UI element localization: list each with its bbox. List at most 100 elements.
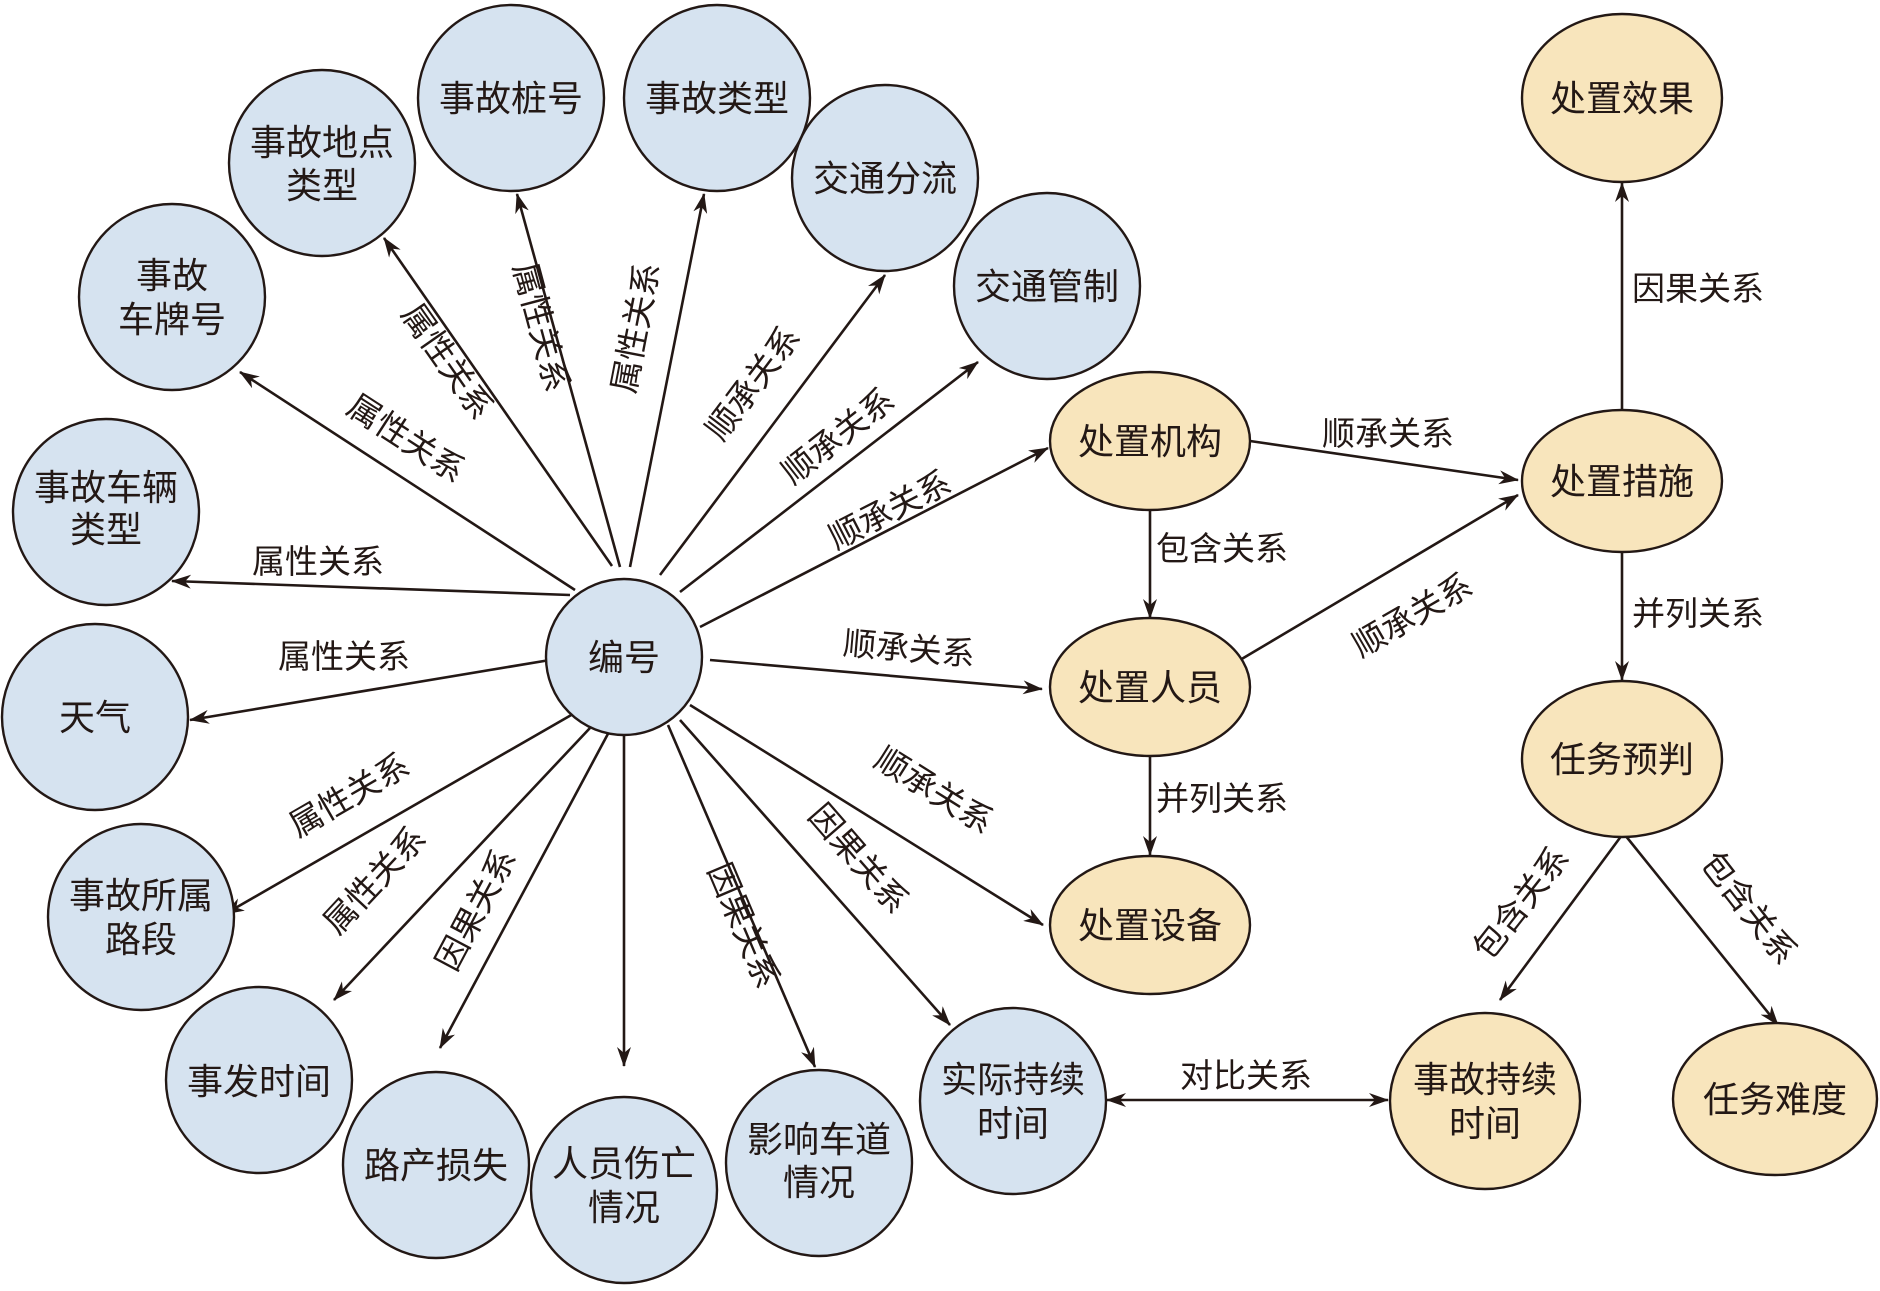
svg-text:处置效果: 处置效果: [1550, 79, 1694, 120]
edge-center-to-lane-impact: [666, 724, 817, 1068]
svg-text:事故地点: 事故地点: [250, 123, 394, 164]
node-accident-location-type: 事故地点 类型: [227, 68, 417, 258]
svg-text:人员伤亡: 人员伤亡: [552, 1144, 696, 1185]
edge-center-to-occurrence-time: [333, 727, 591, 1001]
label-attr-accident-type: 属性关系: [604, 259, 667, 396]
edge-center-to-accident-type: [628, 193, 708, 568]
label-comparison-duration: 对比关系: [1180, 1056, 1312, 1095]
edge-center-to-disposal-org: [699, 446, 1049, 629]
label-cause-lane-impact: 因果关系: [700, 857, 787, 994]
svg-text:处置机构: 处置机构: [1078, 422, 1222, 463]
svg-text:时间: 时间: [977, 1104, 1049, 1145]
node-task-difficulty: 任务难度: [1671, 1021, 1879, 1177]
svg-text:路段: 路段: [105, 920, 177, 961]
svg-text:情况: 情况: [783, 1163, 855, 1204]
node-accident-stake: 事故桩号: [416, 3, 606, 193]
label-para-measures-prediction: 并列关系: [1632, 594, 1764, 633]
node-disposal-org: 处置机构: [1048, 370, 1252, 512]
label-attr-weather: 属性关系: [278, 637, 410, 676]
edge-personnel-to-measures: [1239, 493, 1519, 662]
edge-center-to-actual-duration: [679, 719, 951, 1026]
label-incl-prediction-difficulty: 包含关系: [1693, 844, 1805, 972]
node-traffic-diversion: 交通分流: [790, 83, 980, 273]
label-succ-org-measures: 顺承关系: [1322, 414, 1454, 453]
label-succ-personnel-measures: 顺承关系: [1345, 565, 1479, 665]
node-center-id: 编号: [544, 577, 704, 737]
svg-text:情况: 情况: [588, 1188, 660, 1229]
label-cause-actual-duration: 因果关系: [801, 796, 917, 921]
edge-center-to-road-loss: [438, 729, 612, 1049]
edge-center-to-vehicle-type: [171, 574, 571, 597]
node-casualties: 人员伤亡 情况: [529, 1095, 719, 1285]
node-road-loss: 路产损失: [341, 1070, 531, 1260]
label-succ-diversion: 顺承关系: [698, 319, 809, 448]
label-cause-road-loss: 因果关系: [428, 842, 524, 977]
node-accident-duration: 事故持续 时间: [1388, 1011, 1582, 1191]
node-actual-duration: 实际持续 时间: [918, 1006, 1108, 1196]
label-attr-occurrence-time: 属性关系: [315, 819, 434, 942]
label-cause-measures-effect: 因果关系: [1632, 269, 1764, 308]
svg-text:任务难度: 任务难度: [1703, 1080, 1847, 1121]
svg-text:车牌号: 车牌号: [118, 300, 226, 341]
edge-labels: 属性关系 属性关系 属性关系 属性关系 属性关系 顺承关系 顺承关系 顺承关系 …: [252, 258, 1805, 1095]
disposal-nodes: 处置机构 处置人员 处置设备 处置措施 处置效果 任务预判 事故持续 时间: [1048, 12, 1879, 1191]
node-traffic-control: 交通管制: [952, 191, 1142, 381]
svg-text:事故: 事故: [136, 256, 208, 297]
node-disposal-equipment: 处置设备: [1048, 854, 1252, 996]
node-task-prediction: 任务预判: [1520, 679, 1724, 839]
label-attr-location-type: 属性关系: [394, 296, 502, 426]
svg-text:事故所属: 事故所属: [69, 876, 213, 917]
label-succ-personnel: 顺承关系: [842, 623, 977, 673]
label-attr-vehicle-type: 属性关系: [252, 542, 384, 581]
svg-text:事故类型: 事故类型: [645, 79, 789, 120]
svg-text:时间: 时间: [1449, 1104, 1521, 1145]
label-incl-prediction-duration: 包含关系: [1465, 839, 1577, 967]
entity-nodes: 编号 事故车辆 类型 事故 车牌号 事故地点 类型 事故桩号 事故类型 交通分流: [0, 3, 1142, 1285]
svg-text:编号: 编号: [588, 638, 660, 679]
edge-center-to-disposal-equipment: [689, 703, 1044, 927]
edge-center-to-stake: [515, 193, 622, 568]
node-accident-road-section: 事故所属 路段: [46, 822, 236, 1012]
node-disposal-personnel: 处置人员: [1048, 616, 1252, 758]
node-accident-plate: 事故 车牌号: [77, 202, 267, 392]
label-incl-org-personnel: 包含关系: [1156, 529, 1288, 568]
svg-text:处置设备: 处置设备: [1078, 906, 1222, 947]
edge-center-to-plate: [239, 370, 576, 592]
svg-text:天气: 天气: [59, 698, 131, 739]
node-accident-vehicle-type: 事故车辆 类型: [11, 417, 201, 607]
svg-text:任务预判: 任务预判: [1550, 740, 1694, 781]
node-accident-type: 事故类型: [622, 3, 812, 193]
svg-text:交通分流: 交通分流: [813, 159, 957, 200]
node-disposal-effect: 处置效果: [1520, 12, 1724, 184]
svg-text:类型: 类型: [70, 510, 142, 551]
svg-text:处置人员: 处置人员: [1078, 668, 1222, 709]
edge-prediction-to-difficulty: [1623, 834, 1780, 1026]
svg-text:实际持续: 实际持续: [941, 1060, 1085, 1101]
svg-text:事故桩号: 事故桩号: [439, 79, 583, 120]
svg-text:事发时间: 事发时间: [187, 1062, 331, 1103]
edge-center-to-weather: [189, 658, 551, 724]
edges: [171, 182, 1780, 1107]
edge-center-to-road-section: [224, 712, 574, 916]
edge-center-to-control: [679, 360, 979, 594]
node-weather: 天气: [0, 622, 190, 812]
label-para-personnel-equipment: 并列关系: [1156, 779, 1288, 818]
label-succ-equipment: 顺承关系: [868, 739, 1001, 842]
edge-prediction-to-accident-duration: [1498, 834, 1624, 1001]
node-disposal-measures: 处置措施: [1520, 408, 1724, 554]
svg-text:影响车道: 影响车道: [747, 1120, 891, 1161]
label-succ-org: 顺承关系: [822, 462, 957, 557]
node-occurrence-time: 事发时间: [164, 985, 354, 1175]
node-lane-impact: 影响车道 情况: [724, 1068, 914, 1258]
svg-text:交通管制: 交通管制: [975, 267, 1119, 308]
edge-center-to-disposal-personnel: [709, 658, 1043, 695]
svg-text:事故持续: 事故持续: [1413, 1060, 1557, 1101]
edge-org-to-measures: [1249, 439, 1519, 485]
svg-text:类型: 类型: [286, 166, 358, 207]
svg-text:事故车辆: 事故车辆: [34, 468, 178, 509]
svg-text:处置措施: 处置措施: [1550, 462, 1694, 503]
edge-center-to-location-type: [382, 237, 614, 567]
edge-center-to-diversion: [658, 274, 887, 576]
label-attr-stake: 属性关系: [505, 258, 577, 396]
